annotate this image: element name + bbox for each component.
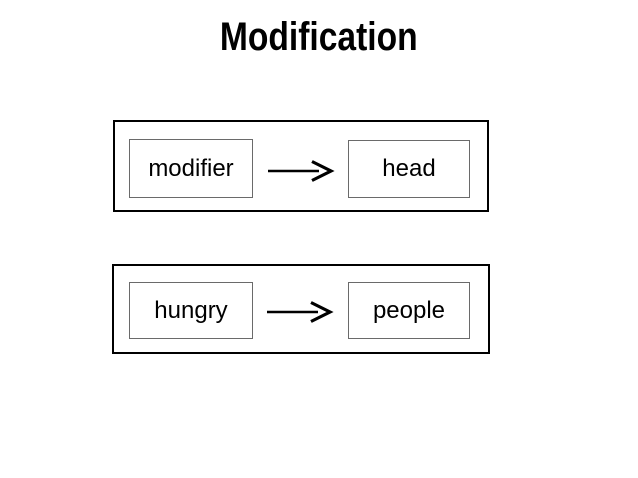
modifier-node-label: modifier: [148, 154, 234, 182]
hungry-node-label: hungry: [154, 296, 228, 324]
head-node-label: head: [382, 155, 436, 182]
right-arrow-icon: [267, 301, 334, 323]
diagram-row-modifier-head: modifier head: [113, 120, 489, 212]
people-node-label: people: [372, 296, 446, 324]
head-node-box: head: [348, 140, 470, 198]
hungry-node-box: hungry: [129, 282, 253, 339]
page-title: Modification: [0, 17, 638, 66]
people-node-box: people: [348, 282, 470, 339]
page-title-text: Modification: [220, 15, 418, 59]
right-arrow-icon: [268, 160, 335, 182]
modifier-node-box: modifier: [129, 139, 253, 198]
diagram-row-hungry-people: hungry people: [112, 264, 490, 354]
